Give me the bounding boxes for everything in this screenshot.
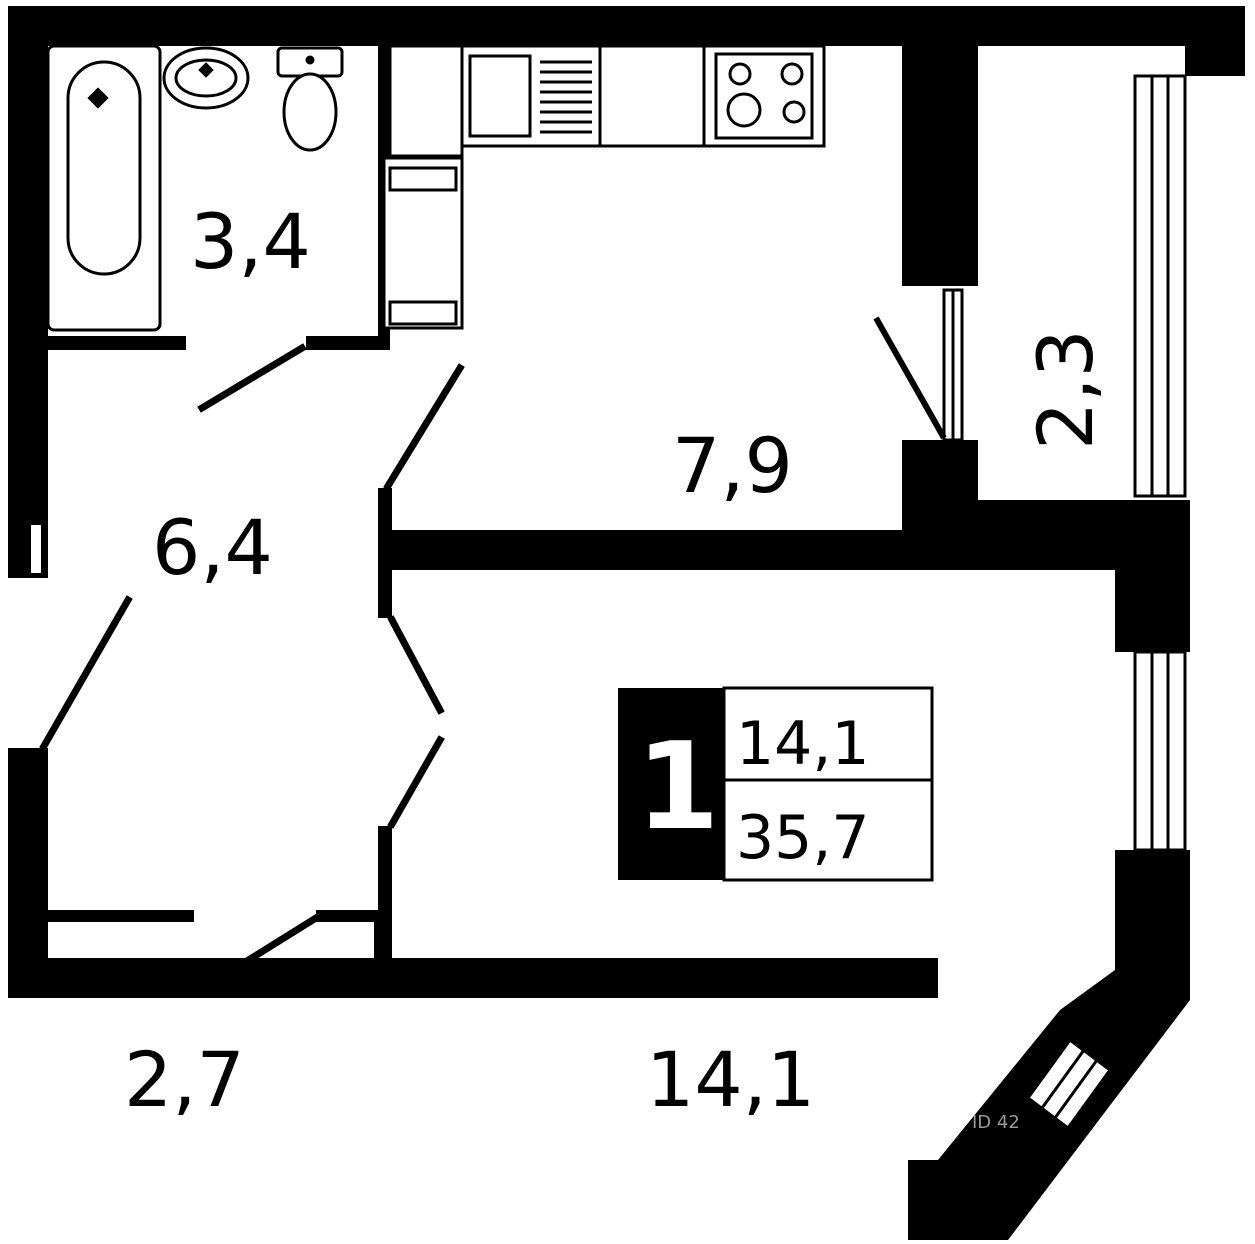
door-kitchen [383, 363, 465, 491]
wall-loggia-left [902, 46, 978, 286]
watermark: ID 42 [972, 1112, 1020, 1133]
window-left [29, 523, 43, 575]
stove-icon [714, 52, 814, 140]
door-storage [205, 913, 321, 989]
wall-storage-top-1 [46, 910, 194, 922]
living-window [1133, 650, 1187, 852]
room-label-kitchen: 7,9 [672, 421, 793, 510]
wall-hall-living-1 [378, 488, 392, 618]
wall-kitchen-living [378, 530, 918, 570]
wall-storage-top-2 [316, 910, 382, 922]
door-swings [39, 343, 465, 989]
wall-right-top [1185, 6, 1245, 76]
badge-total-area: 35,7 [736, 803, 870, 873]
room-label-loggia: 2,3 [1021, 329, 1110, 450]
loggia-window [1133, 74, 1187, 498]
badge-values-box [722, 686, 934, 882]
wall-bath-bottom-1 [46, 336, 186, 350]
wall-bath-bottom-2 [306, 336, 390, 350]
door-entrance [39, 595, 133, 751]
badge-room-count-box [618, 688, 724, 880]
loggia-door [942, 288, 964, 442]
door-living-lower [387, 735, 445, 829]
wall-bottom [8, 958, 938, 998]
sink-icon [162, 46, 250, 110]
room-label-bathroom: 3,4 [190, 197, 311, 286]
wall-left-upper [8, 6, 48, 578]
room-label-storage: 2,7 [124, 1035, 245, 1124]
wall-right-lower [1115, 850, 1190, 980]
kitchen-sink-icon [468, 54, 592, 138]
door-bath [197, 343, 307, 413]
bathtub-icon [46, 44, 162, 332]
door-living-upper [387, 615, 445, 715]
room-label-living: 14,1 [646, 1035, 815, 1124]
badge-living-area: 14,1 [736, 709, 870, 779]
toilet-icon [276, 46, 344, 152]
badge-room-count: 1 [636, 718, 720, 857]
wall-storage-right [374, 910, 386, 966]
fridge-icon [382, 156, 464, 330]
wall-left-lower [8, 748, 48, 966]
corner-window [1025, 1037, 1113, 1131]
loggia-door-swing [873, 316, 947, 440]
summary-badge: 1 14,1 35,7 [618, 686, 934, 882]
wall-top [8, 6, 1245, 46]
walls [8, 6, 1245, 1240]
room-label-hallway: 6,4 [152, 503, 273, 592]
wall-right-mid [1115, 500, 1190, 652]
